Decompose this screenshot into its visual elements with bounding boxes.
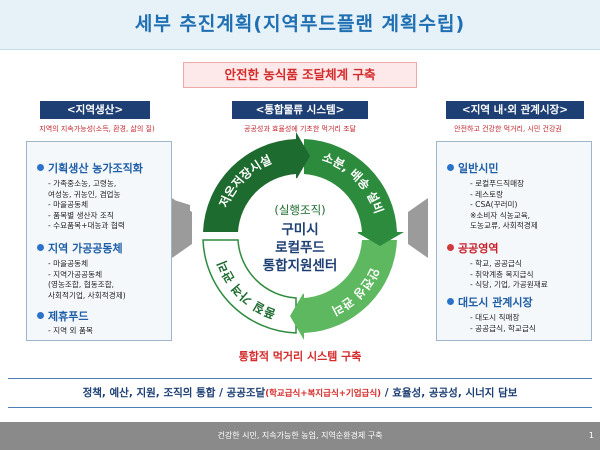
list-planned-production: - 가족중소농, 고령농, 여성농, 귀농인, 겸업농 - 마을공동체 - 품목… [48, 179, 125, 232]
ring-segment-packing [304, 139, 397, 232]
list-item: - 마을공동체 [48, 259, 89, 268]
bullet-icon [447, 298, 454, 305]
page-number: 1 [588, 431, 594, 440]
list-item: - 지역가공공동체 [48, 269, 103, 279]
left-panel [26, 141, 172, 341]
list-item: 도농교류, 사회적경제 [470, 221, 538, 230]
section-title: 대도시 관계시장 [458, 296, 533, 309]
section-title: 기획생산 농가조직화 [48, 162, 143, 175]
section-public-sector: 공공영역 [447, 240, 498, 256]
right-chevron-icon [408, 198, 428, 258]
header-logistics-system: <통합물류 시스템> [232, 101, 368, 119]
policy-text-tail: / 효율성, 공공성, 시너지 담보 [381, 387, 518, 399]
list-item: - 마을공동체 [48, 200, 89, 209]
ring-segment-storage [203, 139, 296, 232]
footer-bar: 건강한 시민, 지속가능한 농업, 지역순환경제 구축 1 [0, 422, 600, 450]
ring-arrow-icon [290, 292, 304, 340]
section-title: 공공영역 [458, 242, 499, 255]
section-partner-food: 제휴푸드 [37, 308, 88, 324]
list-metro-market: - 대도시 직매장 - 공공급식, 학교급식 [470, 313, 536, 334]
list-public-sector: - 학교, 공공급식 - 취약계층 복지급식 - 식당, 기업, 가공원재료 [470, 259, 548, 291]
header-local-production: <지역생산> [40, 101, 150, 119]
list-item: - 공공급식, 학교급식 [470, 323, 536, 333]
list-item: 사회적기업, 사회적경제) [48, 290, 126, 300]
cycle-svg: 저온저장시설 소분, 배송 설비 안전성 관리 품질 가격 관리 (실행조직) … [202, 132, 404, 340]
list-item: - 취약계층 복지급식 [470, 269, 534, 279]
center-circle [242, 178, 358, 294]
list-item: - 수요품목+대농과 협력 [48, 221, 125, 230]
list-item: - 대도시 직매장 [470, 313, 520, 322]
center-label-localfood: 로컬푸드 [275, 240, 325, 256]
ring-segment-quality [202, 239, 297, 334]
bullet-icon [37, 244, 44, 251]
cycle-diagram: 저온저장시설 소분, 배송 설비 안전성 관리 품질 가격 관리 (실행조직) … [190, 126, 410, 346]
list-item: - CSA(꾸러미) [470, 200, 518, 209]
list-processing-community: - 마을공동체 - 지역가공공동체 (영농조합, 협동조합, 사회적기업, 사회… [48, 259, 126, 301]
list-item: - 품목별 생산자 조직 [48, 210, 114, 220]
section-title: 제휴푸드 [48, 310, 89, 323]
page-title: 세부 추진계획(지역푸드플랜 계획수립) [134, 13, 466, 35]
section-planned-production: 기획생산 농가조직화 [37, 160, 143, 176]
list-item: - 레스토랑 [470, 189, 504, 199]
right-panel [436, 141, 592, 341]
title-band: 세부 추진계획(지역푸드플랜 계획수립) [0, 0, 600, 50]
ring-arrow-icon [356, 232, 404, 246]
list-item: (영농조합, 협동조합, [48, 280, 115, 289]
section-title: 지역 가공공동체 [48, 242, 123, 255]
list-general-citizens: - 로컬푸드직매장 - 레스토랑 - CSA(꾸러미) ※소비자 식농교육, 도… [470, 179, 538, 232]
subtitle-logistics-system: 공공성과 효율성에 기초한 먹거리 조달 [244, 125, 356, 133]
policy-text-procurement: (학교급식+복지급식+기업급식) [265, 389, 382, 399]
list-partner-food: - 지역 외 품목 [48, 326, 93, 337]
ring-arrow-icon [296, 132, 310, 180]
goal-box: 안전한 농식품 조달체계 구축 [183, 62, 417, 88]
bullet-icon [447, 164, 454, 171]
section-processing-community: 지역 가공공동체 [37, 240, 123, 256]
list-item: - 식당, 기업, 가공원재료 [470, 280, 548, 289]
list-item: 여성농, 귀농인, 겸업농 [48, 189, 121, 199]
header-relational-market: <지역 내·외 관계시장> [446, 101, 584, 119]
center-label-center: 통합지원센터 [263, 257, 338, 274]
section-general-citizens: 일반시민 [447, 160, 498, 176]
ring-segment-safety [304, 240, 397, 333]
bullet-icon [447, 244, 454, 251]
bullet-icon [37, 164, 44, 171]
center-label-org: (실행조직) [274, 203, 325, 217]
system-label: 통합적 먹거리 시스템 구축 [238, 350, 362, 363]
left-chevron-icon [172, 198, 192, 258]
bullet-icon [37, 312, 44, 319]
subtitle-local-production: 지역의 지속가능성(소득, 환경, 삶의 질) [39, 125, 155, 133]
section-metro-market: 대도시 관계시장 [447, 294, 533, 310]
subtitle-relational-market: 안전하고 건강한 먹거리, 시민 건강권 [454, 125, 562, 133]
policy-banner: 정책, 예산, 지원, 조직의 통합 / 공공조달(학교급식+복지급식+기업급식… [8, 378, 592, 408]
section-title: 일반시민 [458, 162, 499, 175]
list-item: - 로컬푸드직매장 [470, 179, 525, 188]
list-item: - 가족중소농, 고령농, [48, 179, 117, 188]
center-label-city: 구미시 [281, 222, 318, 238]
list-item: ※소비자 식농교육, [470, 210, 531, 220]
footer-text: 건강한 시민, 지속가능한 농업, 지역순환경제 구축 [217, 431, 383, 440]
policy-text-main: 정책, 예산, 지원, 조직의 통합 / 공공조달 [82, 387, 266, 399]
list-item: - 지역 외 품목 [48, 326, 93, 335]
list-item: - 학교, 공공급식 [470, 259, 522, 268]
